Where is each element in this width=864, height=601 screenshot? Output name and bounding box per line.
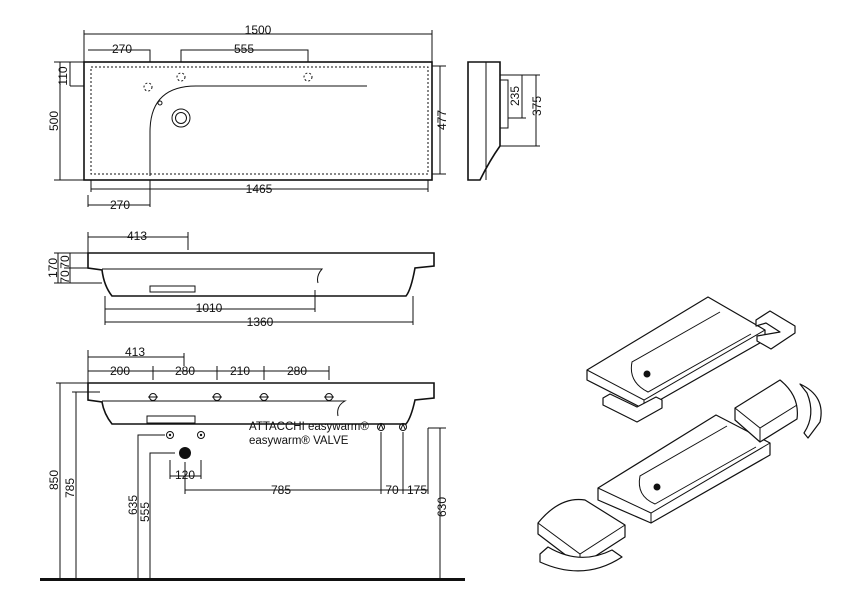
dim-270-bottom: 270: [110, 198, 130, 212]
dim-235: 235: [508, 86, 522, 106]
overflow-hole: [157, 100, 163, 106]
dim-785-width: 785: [271, 483, 291, 497]
note-attacchi: ATTACCHI easywarm®: [249, 421, 369, 433]
front-view: 413 170 70 70 1010 1360: [46, 229, 435, 329]
dim-1465: 1465: [246, 182, 273, 196]
dim-785-height: 785: [63, 478, 77, 498]
iso-basin-upper: [586, 296, 766, 410]
basin-inner-dashed: [90, 66, 429, 175]
dim-477: 477: [435, 110, 449, 130]
dim-1010: 1010: [196, 301, 223, 315]
tap-hole-1: [143, 82, 153, 92]
isometric-views: [537, 296, 822, 572]
dim-175: 175: [407, 483, 427, 497]
drain-hole-inner: [175, 112, 187, 124]
valve-outlet-left: [166, 431, 174, 439]
iso-bracket-upper: [755, 310, 796, 350]
dim-270-top: 270: [112, 42, 132, 56]
floor-line: [40, 578, 465, 581]
side-bracket: [500, 79, 509, 129]
tap-marks: [148, 393, 334, 401]
tap-hole-2: [176, 72, 186, 82]
front-profile: [87, 252, 435, 297]
iso-end-bracket-right: [799, 383, 822, 439]
install-drain: [146, 415, 196, 424]
drain-hole-outer: [171, 108, 191, 128]
dim-413-install: 413: [125, 345, 145, 359]
dim-413-front: 413: [127, 229, 147, 243]
dim-70-front-b: 70: [58, 270, 72, 284]
install-profile: [87, 382, 435, 425]
dim-1360: 1360: [247, 315, 274, 329]
dim-635: 635: [126, 495, 140, 515]
waste-outlet: [179, 447, 191, 459]
tap-hole-3: [303, 72, 313, 82]
dim-110: 110: [56, 66, 70, 85]
install-bowl-line: [102, 400, 347, 417]
iso-basin-lower: [597, 414, 771, 524]
front-bowl-line: [102, 268, 324, 284]
top-view: 1500 270 555 500 110 477 1465 270: [47, 23, 449, 212]
basin-outline-top: [83, 61, 433, 181]
dim-500: 500: [47, 111, 61, 131]
dim-375: 375: [530, 96, 544, 116]
dim-200: 200: [110, 364, 130, 378]
iso-end-cap-right: [734, 379, 798, 443]
dim-555: 555: [234, 42, 254, 56]
dim-70-install: 70: [385, 483, 399, 497]
side-profile: [467, 61, 501, 181]
drain-channel-top: [149, 85, 367, 176]
front-drain: [149, 285, 196, 293]
dim-70-front-a: 70: [58, 255, 72, 269]
dim-555: 555: [138, 502, 152, 522]
install-view: 413 200 280 210 280 ATTACCHI easywarm® e…: [40, 345, 465, 581]
iso-trim-upper: [602, 393, 663, 423]
iso-end-bracket-left: [539, 546, 623, 572]
side-view: 235 375: [467, 61, 544, 181]
dim-1500: 1500: [245, 23, 272, 37]
dim-170: 170: [46, 258, 60, 278]
dim-210: 210: [230, 364, 250, 378]
valve-outlet-right: [197, 431, 205, 439]
note-valve: easywarm® VALVE: [249, 435, 349, 447]
dim-850: 850: [47, 470, 61, 490]
dim-280-b: 280: [287, 364, 307, 378]
dim-280-a: 280: [175, 364, 195, 378]
dim-630: 630: [435, 497, 449, 517]
